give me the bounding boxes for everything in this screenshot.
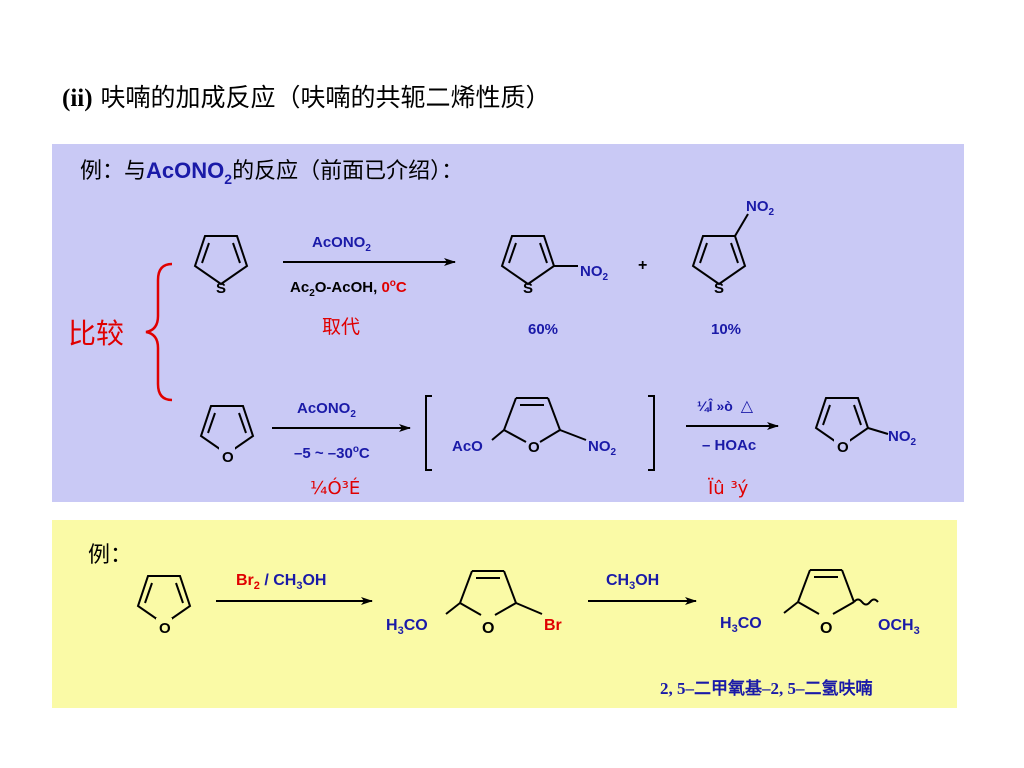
title-prefix: (ii) [62, 85, 93, 112]
p2-yield: 10% [711, 321, 741, 338]
panel1-heading: 例：与AcONO2的反应（前面已介绍）： [80, 158, 463, 187]
furan-reactant-2 [136, 575, 192, 626]
bracket-right [648, 395, 655, 471]
step2-reagent: CH3OH [606, 572, 659, 592]
p2-nitro-label: NO2 [746, 198, 775, 218]
bracket-left [425, 395, 432, 471]
product-o-label: O [837, 439, 849, 456]
p1-s-label: S [523, 280, 533, 297]
row2-type-label: ¼Ó³É [310, 477, 360, 499]
elimination-conditions-above: ¼Î »ò△ [697, 397, 754, 415]
furan-reactant [199, 405, 255, 456]
prod2-h3co: H3CO [720, 615, 762, 635]
thiophene-s-label: S [216, 280, 226, 297]
row1-type-label: 取代 [322, 316, 360, 338]
row2-conditions: –5 ~ –30oC [294, 444, 370, 462]
elimination-conditions-below: – HOAc [702, 437, 756, 454]
compare-label: 比较 [68, 317, 124, 350]
furan2-o-label: O [159, 620, 171, 637]
thiophene-reactant [193, 235, 249, 286]
furan-o-label: O [222, 449, 234, 466]
row1-reagent: AcONO2 [312, 234, 371, 254]
int2-o: O [482, 620, 494, 637]
title-text: 呋喃的加成反应（呋喃的共轭二烯性质） [100, 83, 551, 112]
p1-yield: 60% [528, 321, 558, 338]
p2-s-label: S [714, 280, 724, 297]
product-no2: NO2 [888, 428, 917, 448]
int2-br: Br [544, 617, 562, 634]
example-panel [52, 520, 957, 708]
prod2-och3: OCH3 [878, 617, 920, 637]
nitro-adduct-intermediate [491, 397, 587, 443]
panel2-heading: 例： [88, 543, 132, 568]
step1-reagent: Br2 / CH3OH [236, 572, 326, 592]
row2-reagent: AcONO2 [297, 400, 356, 420]
int2-h3co: H3CO [386, 617, 428, 637]
comparison-panel [52, 144, 964, 502]
prod2-o: O [820, 620, 832, 637]
intermediate-no2: NO2 [588, 438, 617, 458]
intermediate-aco: AcO [452, 438, 483, 455]
plus-sign: + [638, 257, 647, 274]
compare-brace [145, 262, 173, 402]
intermediate-o: O [528, 439, 540, 456]
product-2-nitrofuran [814, 397, 889, 448]
slide-title: (ii) 呋喃的加成反应（呋喃的共轭二烯性质） [62, 78, 551, 114]
product-2-nitrothiophene [500, 235, 578, 286]
p1-nitro-label: NO2 [580, 263, 609, 283]
elimination-type-label: Ïû ³ý [708, 478, 749, 499]
dimethoxy-dihydrofuran-product [783, 569, 879, 615]
row1-conditions: Ac2O-AcOH, 0oC [290, 278, 407, 299]
product-3-nitrothiophene [691, 213, 749, 286]
bromo-intermediate [445, 570, 543, 616]
product-name: 2, 5–二甲氧基–2, 5–二氢呋喃 [660, 678, 873, 698]
